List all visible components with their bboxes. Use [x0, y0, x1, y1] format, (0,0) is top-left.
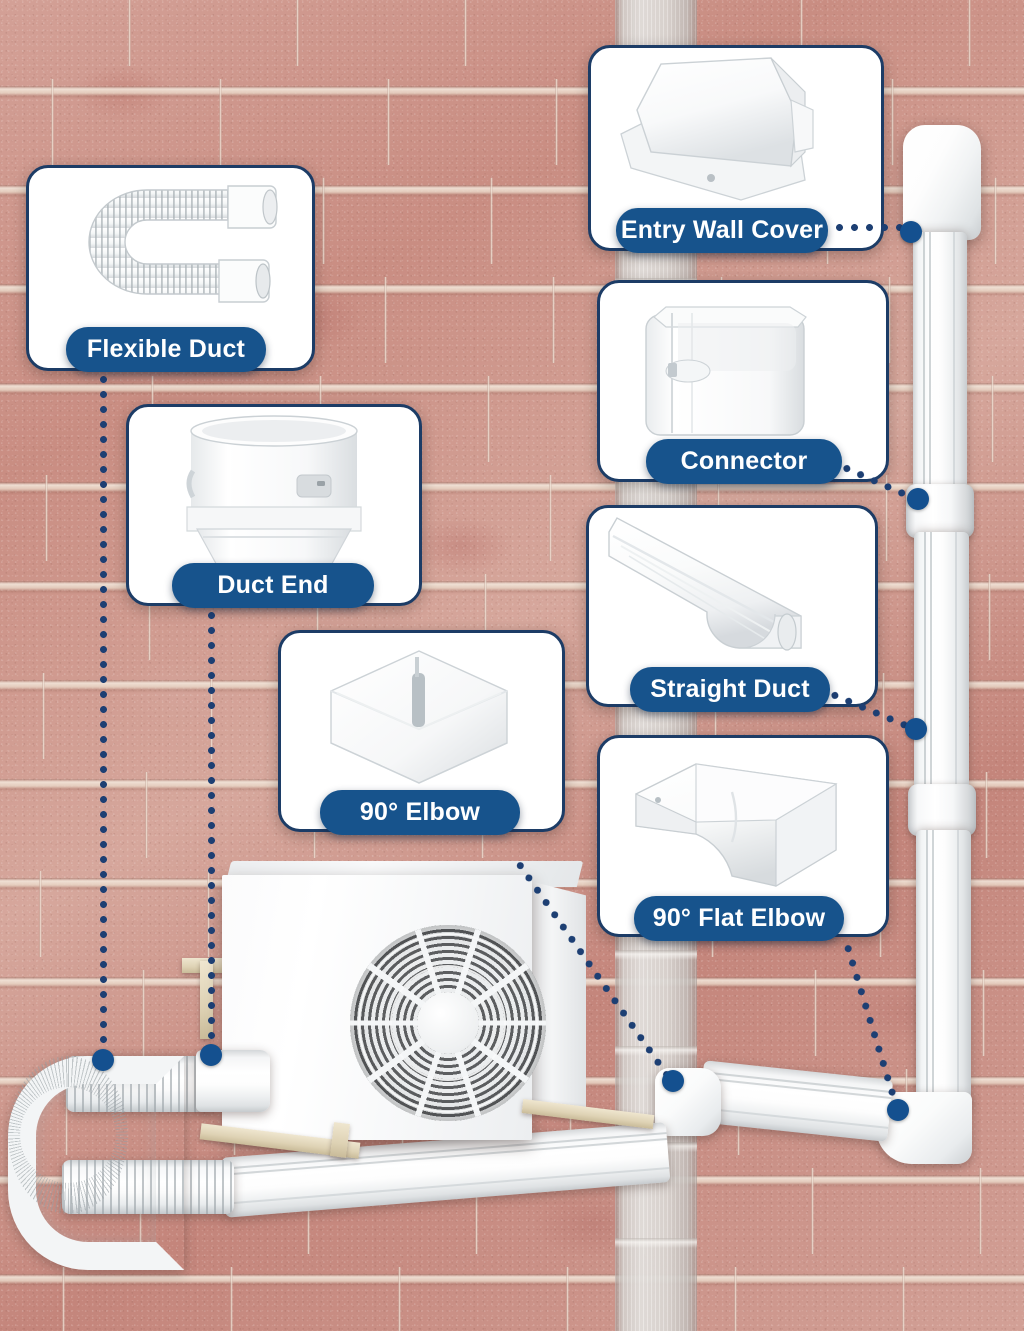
ac-fan-grille — [350, 925, 546, 1121]
brick-joint — [322, 178, 325, 264]
endpoint-elbow-90 — [662, 1070, 684, 1092]
wall-cap-top-right — [903, 125, 981, 240]
callout-card-flexible-duct[interactable] — [26, 165, 315, 371]
label-duct-end[interactable]: Duct End — [172, 563, 374, 608]
brick-joint — [128, 0, 131, 66]
brick-joint — [464, 0, 467, 66]
label-straight-duct[interactable]: Straight Duct — [630, 667, 830, 712]
vertical-straight-duct-middle — [914, 532, 969, 790]
flexible-duct-u-bend-corrugations — [8, 1056, 128, 1214]
brick-joint — [484, 574, 487, 660]
brick-joint — [387, 79, 390, 165]
brick-joint — [145, 772, 148, 858]
label-flexible-duct[interactable]: Flexible Duct — [66, 327, 266, 372]
ac-front-panel — [222, 875, 546, 1140]
endpoint-straight-duct — [905, 718, 927, 740]
label-connector[interactable]: Connector — [646, 439, 842, 484]
brick-joint — [811, 1168, 814, 1254]
brick-joint — [148, 574, 151, 660]
entry-wall-cover-icon — [591, 48, 881, 248]
brick-joint — [39, 871, 42, 957]
leader-duct-end — [207, 608, 216, 1058]
brick-joint — [316, 574, 319, 660]
vertical-straight-duct-upper — [913, 232, 967, 492]
brick-joint — [988, 574, 991, 660]
brick-joint — [42, 673, 45, 759]
outdoor-condenser-unit — [182, 861, 655, 1159]
ninety-degree-flat-elbow-icon — [600, 738, 886, 934]
brick-joint — [296, 0, 299, 66]
brick-joint — [814, 970, 817, 1056]
coupler-lower — [908, 784, 976, 836]
brick-joint — [555, 79, 558, 165]
duct-end-cap-icon — [129, 407, 419, 603]
leader-flexible-duct — [99, 372, 108, 1054]
brick-joint — [230, 1267, 233, 1331]
endpoint-duct-end — [200, 1044, 222, 1066]
endpoint-connector — [907, 488, 929, 510]
brick-joint — [891, 79, 894, 165]
brick-joint — [734, 1267, 737, 1331]
brick-joint — [888, 277, 891, 363]
brick-joint — [62, 1267, 65, 1331]
leader-entry-wall-cover — [832, 223, 910, 232]
endpoint-entry-wall-cover — [900, 221, 922, 243]
label-elbow-90[interactable]: 90° Elbow — [320, 790, 520, 835]
brick-joint — [487, 376, 490, 462]
ninety-degree-elbow-icon — [281, 633, 562, 829]
label-text-duct-end: Duct End — [217, 571, 329, 599]
brick-joint — [982, 970, 985, 1056]
brick-joint — [979, 1168, 982, 1254]
brick-joint — [885, 475, 888, 561]
brick-joint — [475, 1168, 478, 1254]
brick-joint — [991, 376, 994, 462]
ac-fan-hub — [417, 992, 479, 1054]
brick-joint — [219, 79, 222, 165]
endpoint-flexible-duct — [92, 1049, 114, 1071]
brick-joint — [994, 178, 997, 264]
brick-joint — [552, 277, 555, 363]
brick-joint — [45, 475, 48, 561]
flexible-corrugated-duct-icon — [29, 168, 312, 368]
label-text-entry-wall-cover: Entry Wall Cover — [620, 216, 824, 244]
label-text-flat-elbow-90: 90° Flat Elbow — [652, 904, 826, 932]
brick-joint — [142, 970, 145, 1056]
brick-joint — [549, 475, 552, 561]
brick-joint — [566, 1267, 569, 1331]
label-text-connector: Connector — [680, 447, 808, 475]
straight-duct-icon — [589, 508, 875, 704]
label-entry-wall-cover[interactable]: Entry Wall Cover — [616, 208, 828, 253]
label-flat-elbow-90[interactable]: 90° Flat Elbow — [634, 896, 844, 941]
brick-joint — [985, 772, 988, 858]
brick-joint — [968, 0, 971, 66]
vertical-straight-duct-lower — [916, 830, 971, 1110]
brick-joint — [714, 673, 717, 759]
duct-connector-icon — [600, 283, 886, 479]
brick-joint — [384, 277, 387, 363]
label-text-elbow-90: 90° Elbow — [359, 798, 481, 826]
brick-joint — [490, 178, 493, 264]
callout-card-duct-end[interactable] — [126, 404, 422, 606]
label-text-flexible-duct: Flexible Duct — [86, 335, 246, 363]
brick-joint — [902, 1267, 905, 1331]
label-text-straight-duct: Straight Duct — [650, 675, 810, 703]
endpoint-flat-elbow-90 — [887, 1099, 909, 1121]
brick-joint — [800, 0, 803, 66]
brick-joint — [51, 79, 54, 165]
brick-joint — [398, 1267, 401, 1331]
